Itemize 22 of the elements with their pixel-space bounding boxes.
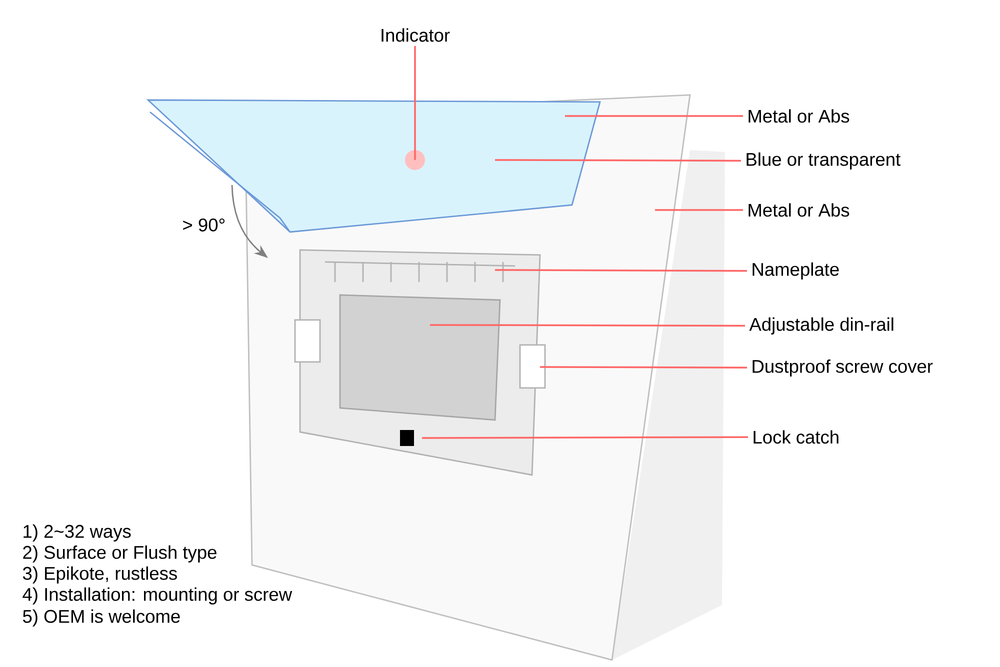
leader-line [655,209,743,211]
callout-label: Nameplate [752,262,839,280]
leader-line [495,159,741,162]
callout-label: Metal or Abs [748,109,850,123]
callout-label: Blue or transparent [746,152,900,170]
leader-line [422,436,748,439]
feature-list-item: 1) 2~32 ways [24,524,131,542]
callout-label: Metal or Abs [748,203,850,217]
callout-label: Adjustable din-rail [749,317,894,335]
leader-line [430,324,745,327]
feature-list-item: 5) OEM is welcome [22,609,180,627]
angle-label: > 90° [183,218,224,232]
feature-list-item: 2) Surface or Flush type [23,545,216,563]
leader-line [495,269,747,272]
callout-label: Lock catch [754,430,838,444]
callout-label: Indicator [382,28,450,42]
feature-list-item: 3) Epikote, rustless [22,566,177,584]
callout-label: Dustproof screw cover [752,359,933,377]
feature-list-item: 4) Installation: mounting or screw [22,587,292,605]
leader-line [540,366,747,369]
leader-line [565,115,743,117]
leader-line [414,46,416,160]
